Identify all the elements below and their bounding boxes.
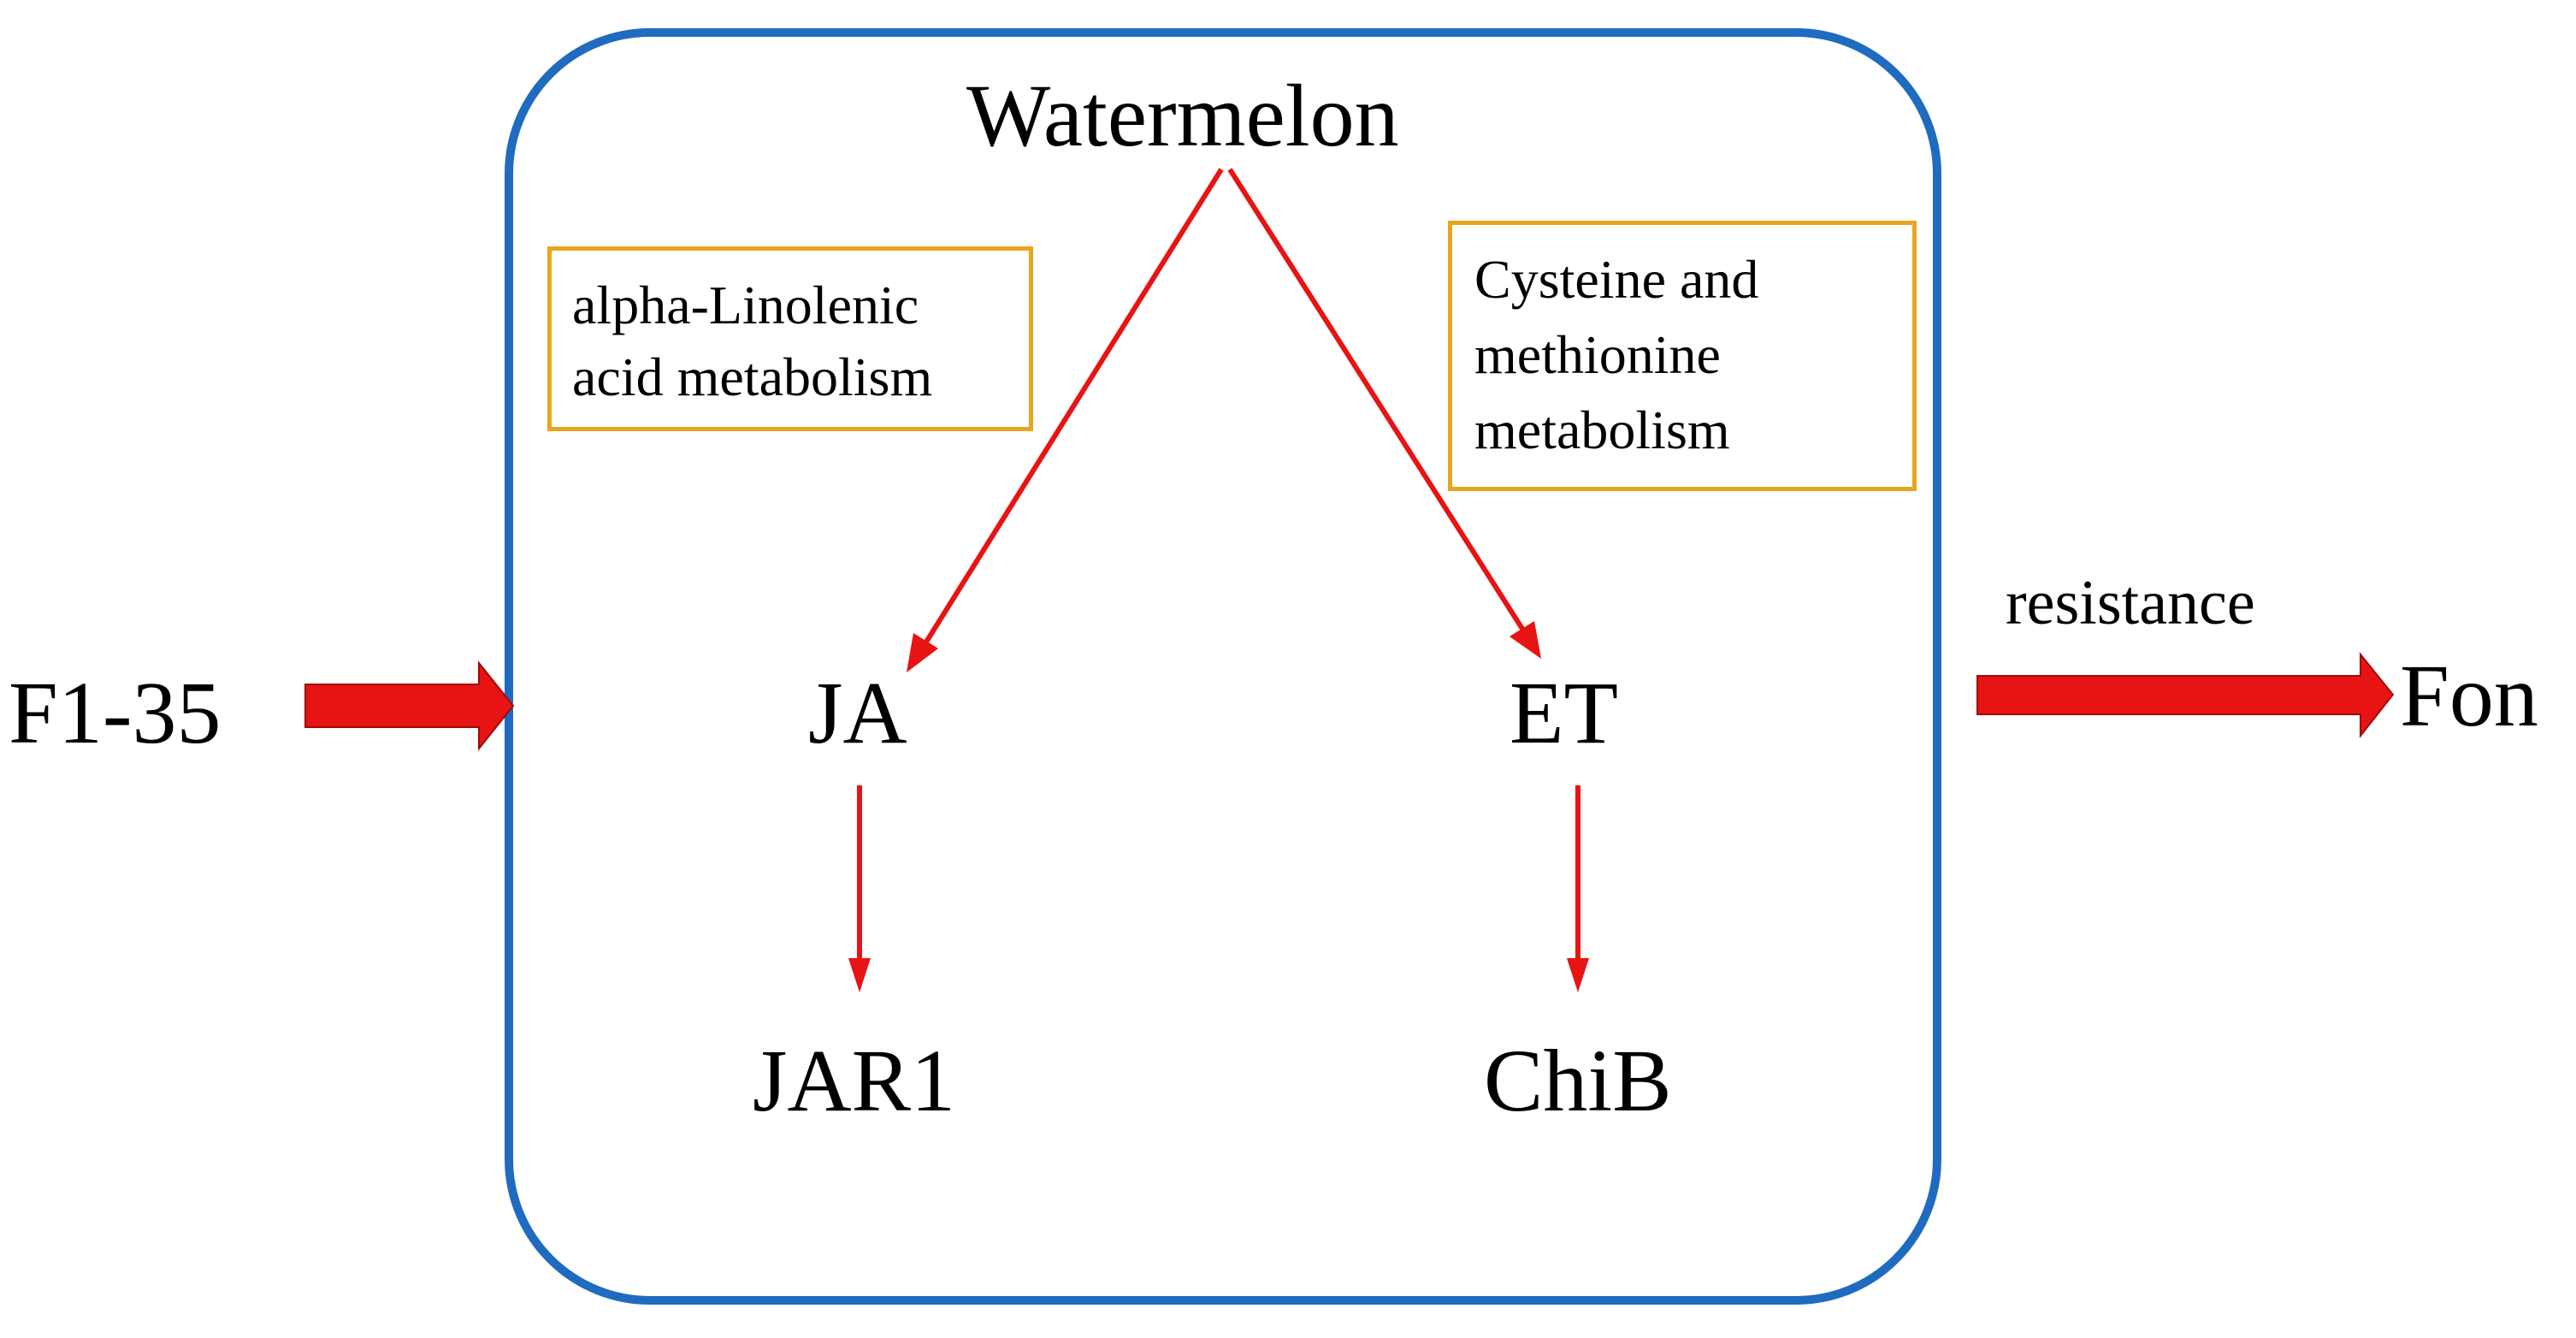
node-jar1: JAR1	[753, 1032, 955, 1130]
node-chib: ChiB	[1484, 1032, 1672, 1130]
pathway-right-line1: Cysteine and	[1474, 249, 1759, 310]
arrow-ja-to-jar1	[848, 785, 871, 992]
pathway-right-line2: methionine	[1474, 324, 1721, 385]
arrow-frame-to-output	[1976, 652, 2395, 738]
pathway-left-line2: acid metabolism	[572, 346, 933, 407]
arrow-watermelon-to-ja	[907, 168, 1224, 672]
node-ja: JA	[808, 664, 907, 762]
arrow-input-to-frame	[304, 660, 515, 751]
pathway-right-line3: metabolism	[1474, 400, 1730, 460]
pathway-box-right: Cysteine and methionine metabolism	[1448, 221, 1917, 491]
node-watermelon: Watermelon	[966, 67, 1399, 165]
arrow-et-to-chib	[1567, 785, 1589, 992]
edge-label-resistance: resistance	[2006, 568, 2255, 638]
watermelon-frame	[505, 28, 1941, 1305]
arrow-watermelon-to-et	[1227, 168, 1541, 659]
node-et: ET	[1510, 664, 1619, 762]
pathway-left-line1: alpha-Linolenic	[572, 275, 919, 335]
node-output: Fon	[2400, 647, 2538, 745]
node-input: F1-35	[9, 664, 222, 762]
pathway-box-left: alpha-Linolenic acid metabolism	[547, 246, 1033, 431]
